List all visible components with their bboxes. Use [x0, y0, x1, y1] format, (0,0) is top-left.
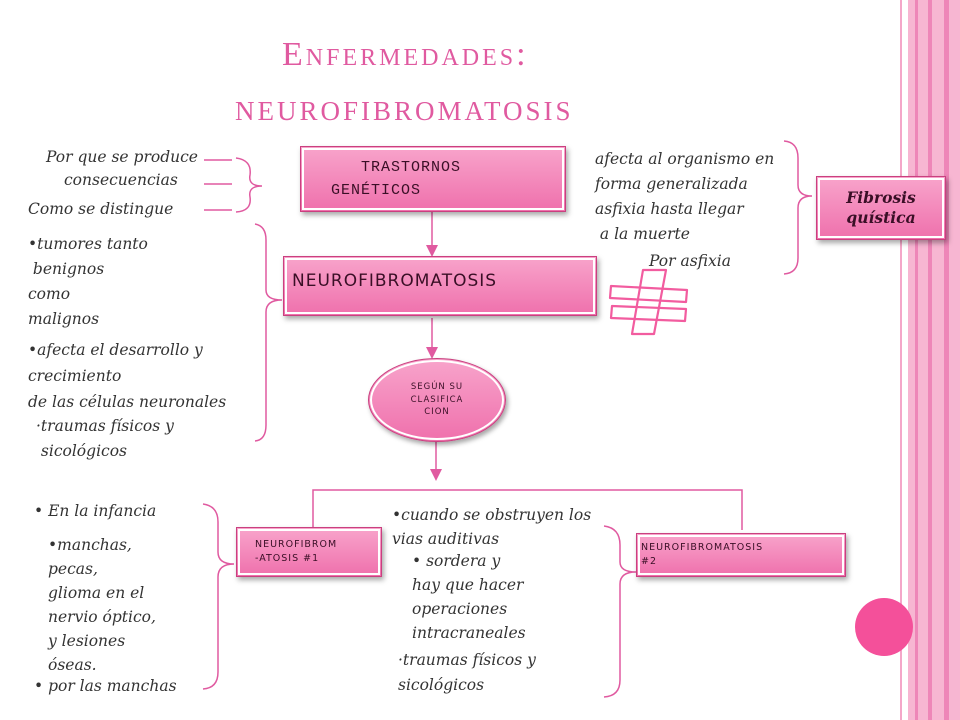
nf1-line1: NEUROFIBROM	[255, 538, 338, 550]
trastornos-line2: GENÉTICOS	[331, 182, 422, 199]
note-en-la-infancia: • En la infancia	[34, 502, 157, 520]
note-sordera: • sordera y hay que hacer operaciones in…	[412, 549, 526, 645]
neurofibromatosis-1-box: NEUROFIBROM -ATOSIS #1	[236, 527, 382, 577]
title-sub: NEUROFIBROMATOSIS	[235, 96, 574, 126]
title-main: Enfermedades:	[282, 36, 529, 73]
note-tumores-line: malignos	[28, 310, 100, 328]
note-traumas-bottom-line: sicológicos	[398, 676, 485, 694]
segun-clasificacion-ellipse: SEGÚN SU CLASIFICA CION	[368, 358, 506, 442]
nf1-line2: -ATOSIS #1	[255, 553, 320, 564]
decor-circle	[855, 598, 913, 656]
note-sordera-line: hay que hacer	[412, 576, 524, 594]
trastornos-geneticos-box: TRASTORNOS GENÉTICOS	[300, 146, 566, 212]
note-sintomas: •manchas, pecas, glioma en el nervio ópt…	[48, 533, 156, 677]
nf2-line1: NEUROFIBROMATOSIS	[641, 541, 764, 553]
note-desarrollo-line: de las células neuronales	[28, 393, 227, 411]
note-tumores-line: •tumores tanto	[28, 235, 148, 253]
note-afecta-line: forma generalizada	[595, 175, 748, 193]
note-traumas-left-line: ·traumas físicos y	[36, 417, 174, 435]
note-por-asfixia: Por asfixia	[649, 252, 731, 270]
note-sintomas-line: pecas,	[48, 560, 98, 578]
note-traumas-bottom-line: ·traumas físicos y	[398, 651, 536, 669]
note-tumores: •tumores tanto benignos como malignos	[28, 232, 148, 332]
note-afecta-organismo: afecta al organismo en forma generalizad…	[595, 147, 774, 247]
note-afecta-line: asfixia hasta llegar	[595, 200, 744, 218]
note-desarrollo-line: crecimiento	[28, 367, 122, 385]
decor-stripe	[915, 0, 918, 720]
note-sintomas-line: glioma en el	[48, 584, 145, 602]
neurofibromatosis-label: NEUROFIBROMATOSIS	[292, 271, 498, 291]
segun-line1: SEGÚN SU	[410, 381, 464, 392]
note-obstruyen-line: •cuando se obstruyen los	[392, 506, 592, 524]
decor-stripe	[944, 0, 949, 720]
neurofibromatosis-box: NEUROFIBROMATOSIS	[283, 256, 597, 316]
note-sordera-line: intracraneales	[412, 624, 526, 642]
note-como-se-distingue: Como se distingue	[28, 200, 174, 218]
fibrosis-line1: Fibrosis	[846, 187, 916, 207]
note-por-que-se-produce: Por que se produce	[46, 148, 198, 166]
note-sintomas-line: y lesiones	[48, 632, 126, 650]
note-desarrollo-line: •afecta el desarrollo y	[28, 341, 203, 359]
fibrosis-quistica-box: Fibrosis quística	[816, 176, 946, 240]
note-tumores-line: benignos	[28, 260, 105, 278]
note-obstruyen-line: vias auditivas	[392, 530, 500, 548]
note-sordera-line: • sordera y	[412, 552, 501, 570]
note-por-las-manchas: • por las manchas	[34, 677, 177, 695]
note-sintomas-line: •manchas,	[48, 536, 132, 554]
note-tumores-line: como	[28, 285, 71, 303]
note-afecta-line: afecta al organismo en	[595, 150, 775, 168]
note-traumas-left: ·traumas físicos y sicológicos	[36, 414, 174, 464]
segun-line2: CLASIFICA	[410, 394, 464, 405]
fibrosis-line2: quística	[846, 208, 916, 227]
nf2-line2: #2	[641, 556, 658, 567]
note-sintomas-line: nervio óptico,	[48, 608, 156, 626]
note-obstruyen: •cuando se obstruyen los vias auditivas	[392, 503, 591, 551]
segun-line3: CION	[424, 407, 450, 418]
note-traumas-bottom: ·traumas físicos y sicológicos	[398, 648, 536, 698]
trastornos-line1: TRASTORNOS	[361, 159, 462, 176]
note-afecta-line: a la muerte	[595, 225, 690, 243]
neurofibromatosis-2-box: NEUROFIBROMATOSIS #2	[636, 533, 846, 577]
note-desarrollo: •afecta el desarrollo y crecimiento de l…	[28, 337, 226, 415]
note-traumas-left-line: sicológicos	[36, 442, 127, 460]
decor-stripe	[928, 0, 932, 720]
note-sintomas-line: óseas.	[48, 656, 97, 674]
decor-stripe	[900, 0, 902, 720]
note-sordera-line: operaciones	[412, 600, 508, 618]
note-consecuencias: consecuencias	[64, 171, 178, 189]
